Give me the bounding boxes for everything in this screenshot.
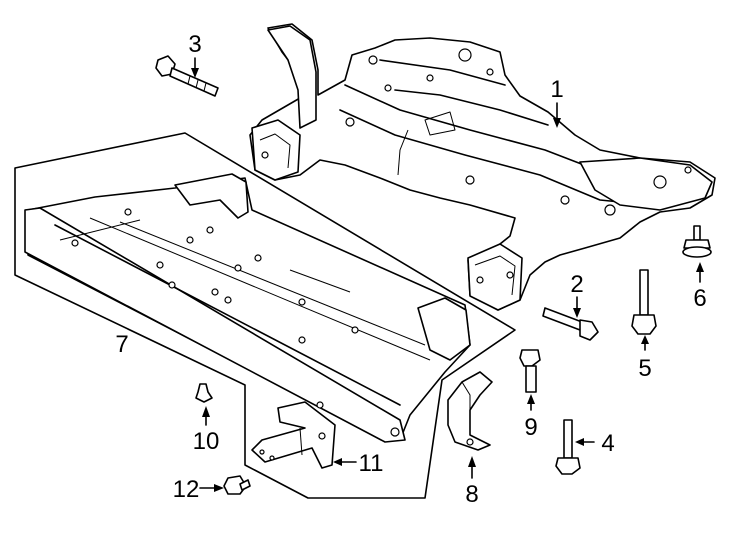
callout-3: 3 (188, 31, 201, 58)
callout-7: 7 (115, 331, 128, 358)
callout-2: 2 (570, 271, 583, 298)
bolt-part-12 (223, 475, 251, 495)
callout-6: 6 (693, 285, 706, 312)
leader-lines (191, 57, 704, 492)
bolt-part-4 (555, 419, 581, 475)
callout-labels: 1 2 3 4 5 6 7 8 9 10 11 12 (115, 31, 706, 508)
callout-9: 9 (524, 414, 537, 441)
callout-5: 5 (638, 355, 651, 382)
bolt-part-5 (631, 269, 657, 335)
bolt-part-6 (682, 225, 712, 258)
callout-12: 12 (173, 476, 200, 503)
underbody-shield-panel (24, 173, 471, 443)
bolt-part-9 (519, 349, 541, 393)
callout-10: 10 (193, 428, 220, 455)
clip-part-10 (195, 383, 213, 403)
bolt-part-3 (155, 55, 219, 97)
callout-11: 11 (359, 450, 384, 477)
subframe-crossmember (249, 23, 716, 311)
shield-group-outline (14, 132, 516, 499)
bracket-part-8 (447, 371, 493, 451)
callout-4: 4 (601, 430, 614, 457)
callout-1: 1 (550, 76, 563, 103)
callout-8: 8 (465, 481, 478, 508)
bolt-part-2 (542, 307, 599, 341)
bracket-part-11 (251, 401, 336, 469)
